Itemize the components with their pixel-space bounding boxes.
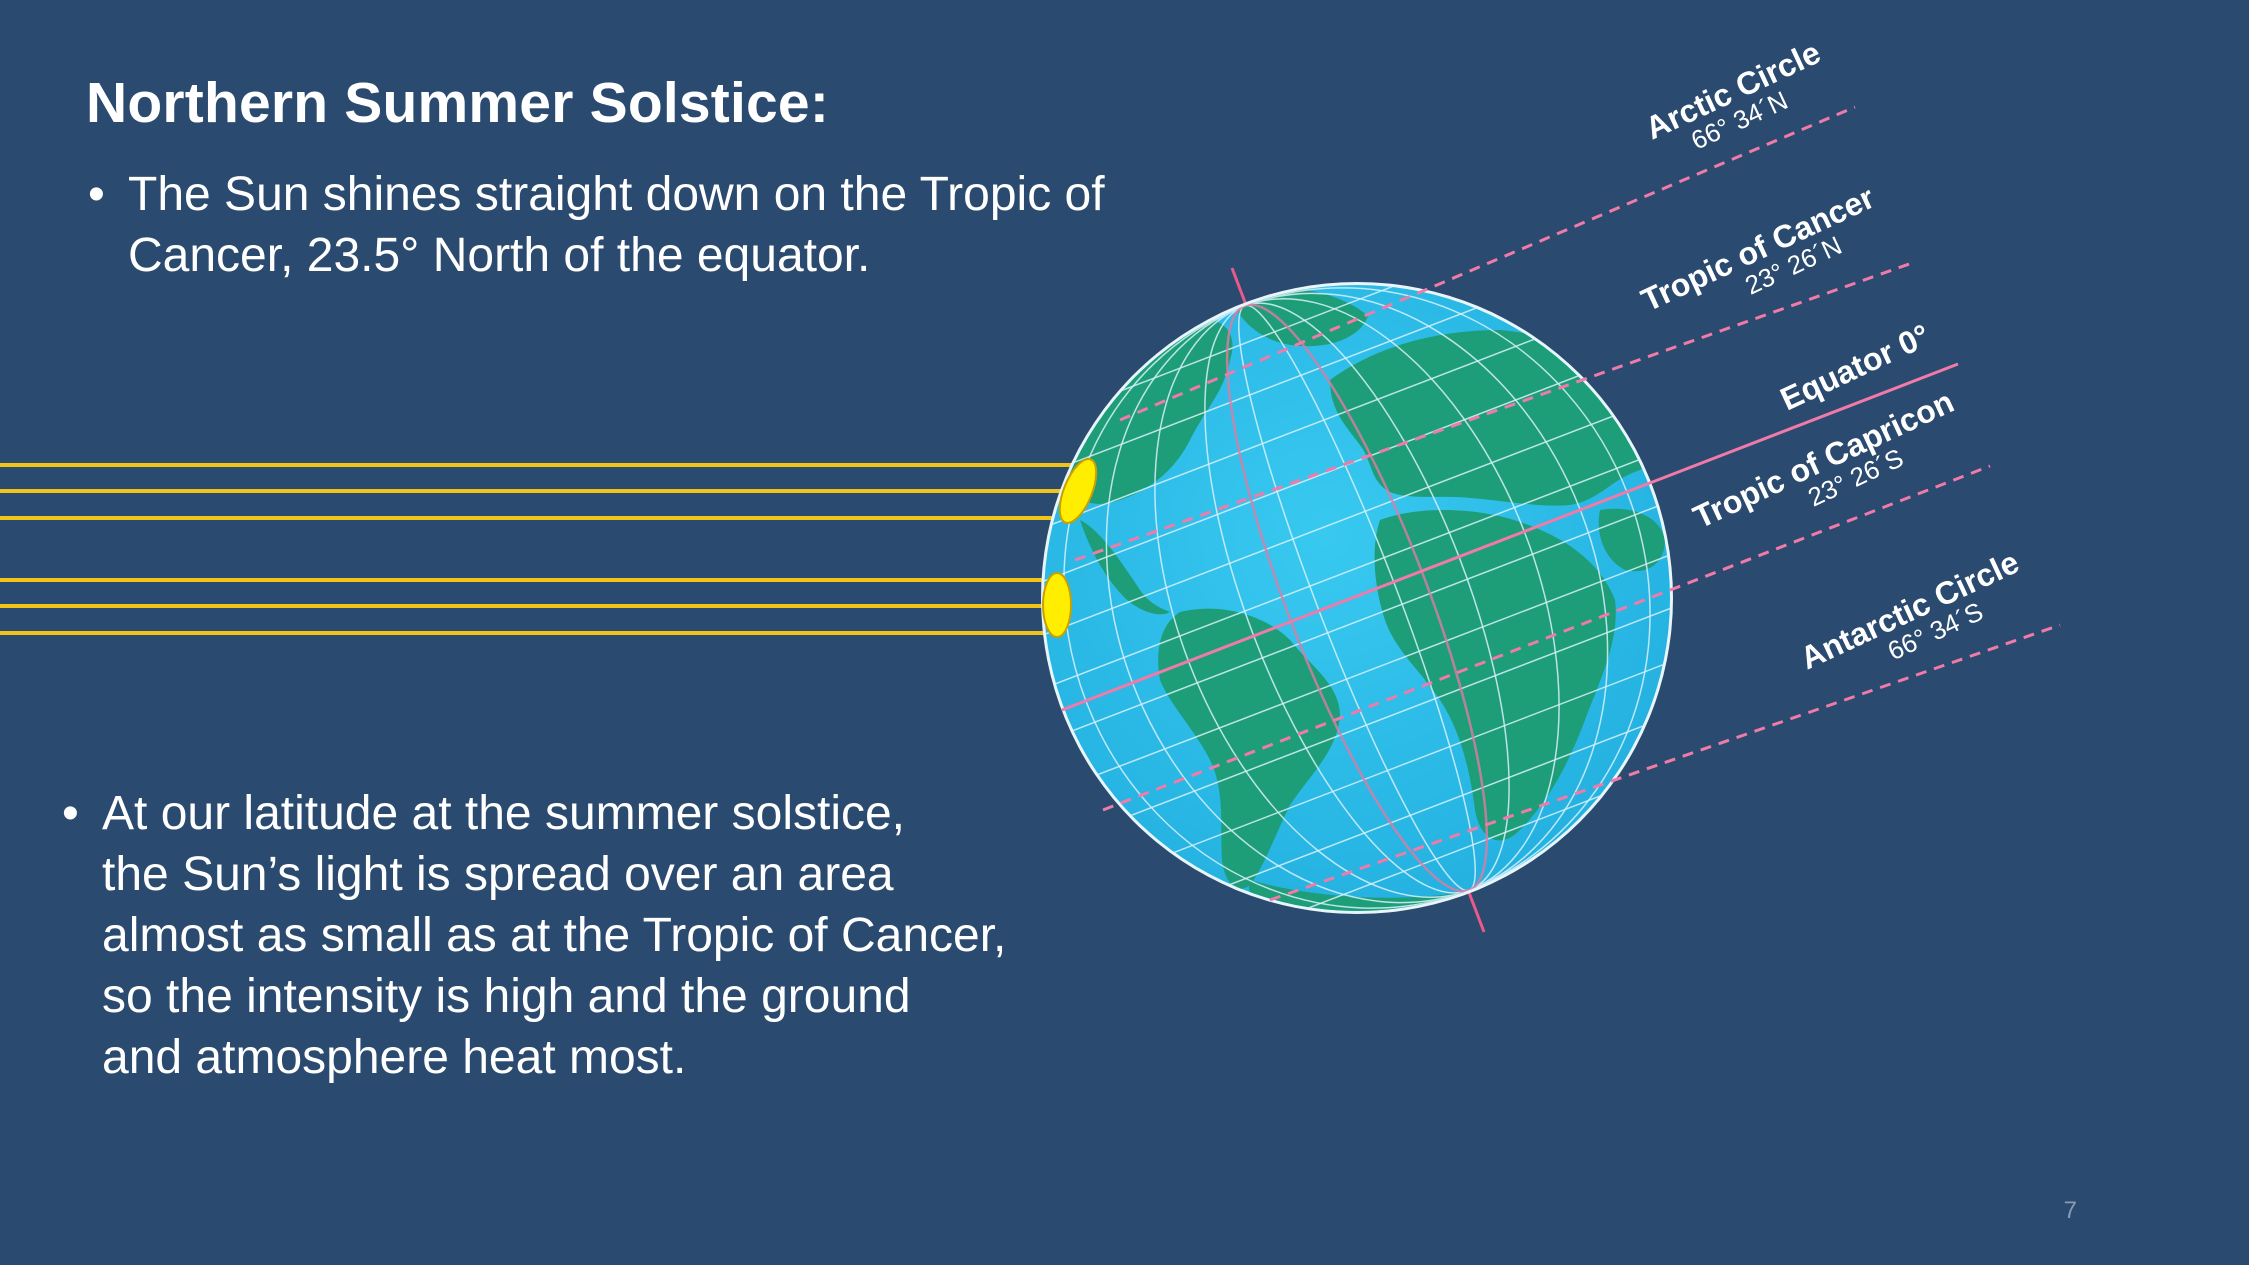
sun-rays: [0, 463, 1078, 635]
bullet-text-1: The Sun shines straight down on the Trop…: [128, 168, 1105, 282]
sunlight-spot-latitude: [1042, 572, 1072, 638]
bullet-marker: •: [88, 168, 105, 221]
bullet-line: so the intensity is high and the ground: [102, 970, 911, 1023]
latitude-lines: [1061, 105, 2061, 902]
bullet-line: and atmosphere heat most.: [102, 1031, 687, 1084]
parallels: [1044, 285, 1670, 911]
tropic-of-cancer-line: [1074, 261, 1913, 562]
bullet-line: almost as small as at the Tropic of Canc…: [102, 909, 1007, 962]
tropic-of-capricorn-line: [1102, 464, 1991, 812]
bullet-line: At our latitude at the summer solstice,: [102, 787, 906, 840]
latitude-labels: Arctic Circle 66° 34´N Tropic of Cancer …: [1636, 34, 2025, 676]
arctic-circle-line: [1119, 105, 1856, 422]
page-number: 7: [2063, 1197, 2077, 1224]
globe: [1041, 282, 1673, 914]
equator-line: [1061, 362, 1959, 712]
slide-title: Northern Summer Solstice:: [86, 71, 829, 135]
bullet-point-2: • At our latitude at the summer solstice…: [62, 783, 1102, 1088]
bullet-point-1: • The Sun shines straight down on the Tr…: [88, 164, 1168, 286]
bullet-line: the Sun’s light is spread over an area: [102, 848, 894, 901]
antarctic-circle-line: [1269, 623, 2061, 902]
sunlight-spot-tropic: [1058, 458, 1098, 524]
label-tropic-of-capricorn: Tropic of Capricon: [1688, 383, 1959, 535]
bullet-marker: •: [62, 787, 79, 840]
